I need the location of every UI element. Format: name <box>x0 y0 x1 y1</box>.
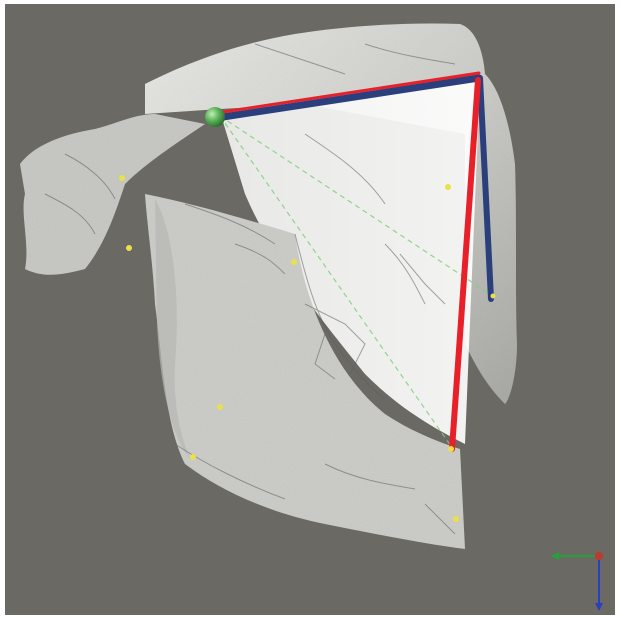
landmark-point[interactable] <box>126 245 132 251</box>
landmark-point[interactable] <box>453 516 459 522</box>
landmark-point[interactable] <box>217 404 223 410</box>
guide-line-sphere-to-right <box>219 115 494 297</box>
line-right-blue[interactable] <box>477 75 494 302</box>
skull-model <box>20 23 517 549</box>
scene-canvas[interactable] <box>5 4 615 615</box>
axis-origin <box>595 552 603 560</box>
guide-line-sphere-to-mandible <box>219 115 454 450</box>
line-descending-red[interactable] <box>449 77 481 452</box>
axis-x-arrow-icon <box>551 552 559 560</box>
landmark-point[interactable] <box>445 184 451 190</box>
line-top-blue[interactable] <box>219 74 483 121</box>
ramus-shade <box>155 199 190 459</box>
landmark-sphere[interactable] <box>205 107 225 127</box>
guide-lines <box>219 115 494 450</box>
surface-detail <box>44 43 456 535</box>
landmark-point[interactable] <box>119 175 125 181</box>
landmark-point[interactable] <box>490 293 496 299</box>
midface-surface <box>220 79 480 444</box>
landmark-point[interactable] <box>190 454 196 460</box>
landmark-points[interactable] <box>119 175 496 522</box>
landmark-point[interactable] <box>291 259 297 265</box>
line-top-red[interactable] <box>221 71 481 114</box>
measurement-lines[interactable] <box>219 71 494 452</box>
landmark-point[interactable] <box>448 446 454 452</box>
orientation-axes[interactable] <box>551 552 603 611</box>
mandible-surface <box>145 194 465 549</box>
3d-viewport[interactable] <box>5 4 615 615</box>
axis-z-arrow-icon <box>595 603 603 611</box>
